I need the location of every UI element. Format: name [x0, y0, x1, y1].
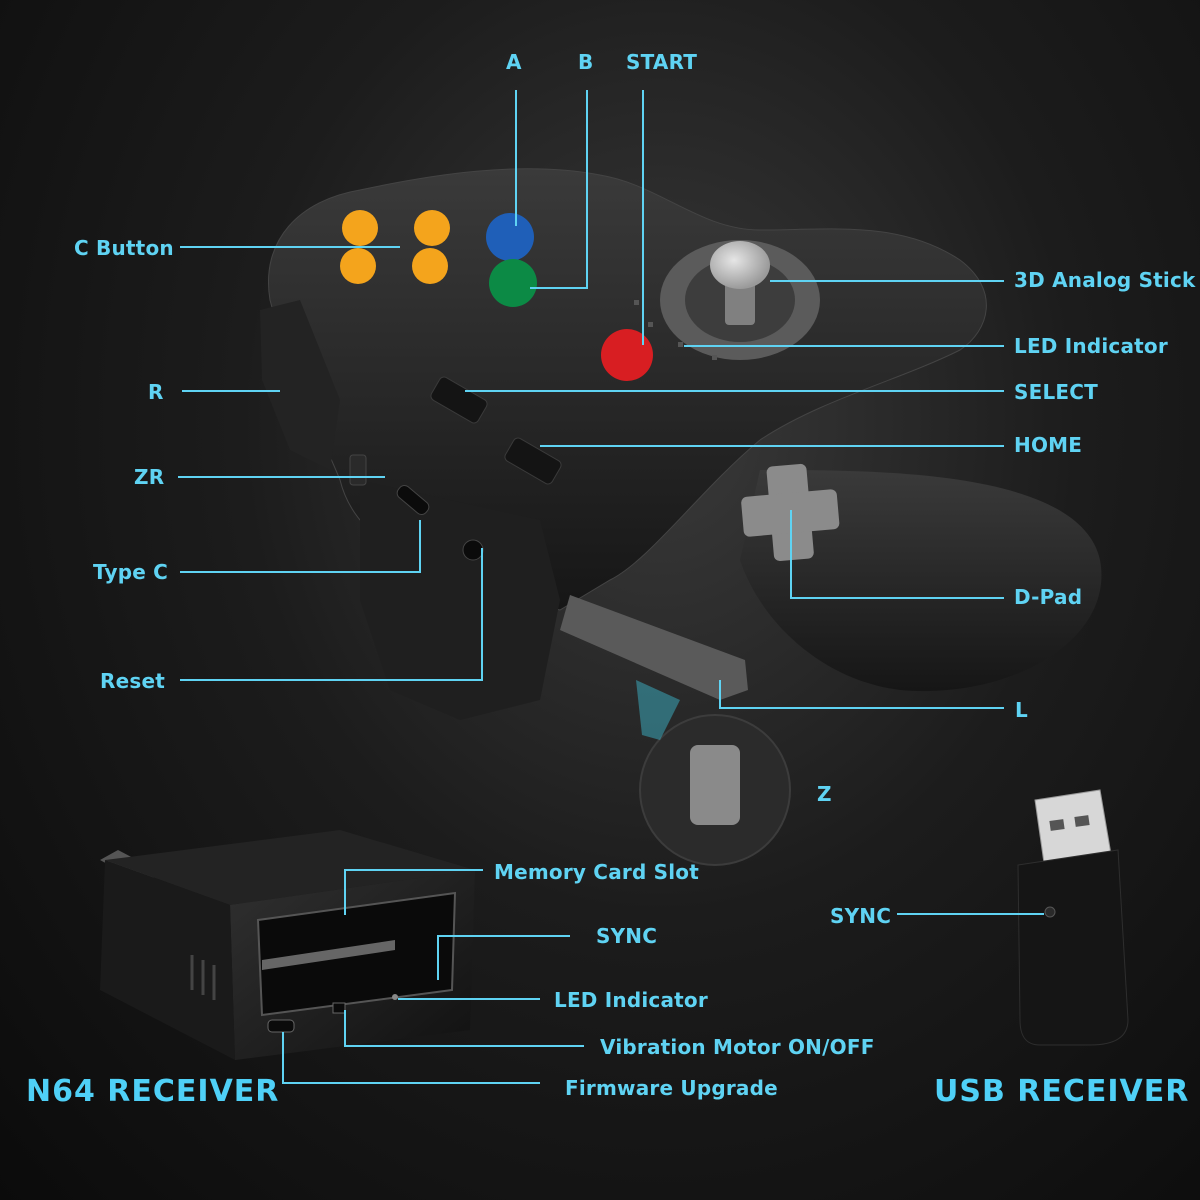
- led-indicator-label: LED Indicator: [1014, 334, 1168, 358]
- home-button: [504, 437, 562, 485]
- n64-receiver: [100, 830, 475, 1060]
- usb-receiver: [1017, 789, 1129, 1046]
- card-slot: [262, 940, 395, 970]
- firmware-upgrade-label: Firmware Upgrade: [565, 1076, 778, 1100]
- led-dot: [648, 322, 653, 327]
- n64-receiver-heading: N64 RECEIVER: [26, 1074, 280, 1109]
- l-trigger: [560, 595, 748, 700]
- usb-sync-label: SYNC: [830, 904, 892, 928]
- memory-card-slot-label: Memory Card Slot: [494, 860, 699, 884]
- controller: [260, 168, 1102, 866]
- start-label: START: [626, 50, 698, 74]
- c-button-label: C Button: [74, 236, 174, 260]
- led-dot: [712, 355, 717, 360]
- usb-body: [1017, 849, 1129, 1046]
- z-button: [690, 745, 740, 825]
- n64-led: [392, 994, 398, 1000]
- sync-label: SYNC: [596, 924, 658, 948]
- a-label: A: [506, 50, 522, 74]
- b-label: B: [578, 50, 594, 74]
- analog-stick-cap: [710, 241, 770, 289]
- left-grip: [260, 300, 340, 470]
- usb-sync-button: [1044, 906, 1056, 918]
- zr-label: ZR: [134, 465, 165, 489]
- n64-receiver-side: [100, 860, 235, 1060]
- analog-stick-label: 3D Analog Stick: [1014, 268, 1196, 292]
- b-button: [489, 259, 537, 307]
- home-label: HOME: [1014, 433, 1083, 457]
- reset-label: Reset: [100, 669, 165, 693]
- vibration-motor-label: Vibration Motor ON/OFF: [600, 1035, 875, 1059]
- select-label: SELECT: [1014, 380, 1098, 404]
- n64-type-c-port: [267, 1019, 295, 1033]
- n64-receiver-top: [105, 830, 475, 905]
- reset-hole: [462, 539, 484, 561]
- zr-button: [349, 454, 367, 486]
- c-button-left: [340, 248, 376, 284]
- vibration-switch: [332, 1002, 346, 1014]
- z-label: Z: [817, 782, 832, 806]
- leader-lines: [178, 90, 1044, 1084]
- a-button: [486, 213, 534, 261]
- usb-pin: [1074, 815, 1090, 827]
- zoom-beam: [636, 680, 680, 740]
- c-button-right: [414, 210, 450, 246]
- c-button-down: [412, 248, 448, 284]
- l-label: L: [1015, 698, 1028, 722]
- start-button: [601, 329, 653, 381]
- receiver-led-indicator-label: LED Indicator: [554, 988, 708, 1012]
- usb-pin: [1049, 819, 1065, 831]
- usb-receiver-heading: USB RECEIVER: [934, 1074, 1190, 1109]
- center-prong: [360, 480, 560, 720]
- led-dot: [634, 300, 639, 305]
- type-c-label: Type C: [93, 560, 169, 584]
- c-button-up: [342, 210, 378, 246]
- type-c-port: [396, 485, 430, 515]
- dpad-label: D-Pad: [1014, 585, 1083, 609]
- led-dot: [678, 342, 683, 347]
- select-button: [430, 376, 488, 424]
- r-label: R: [148, 380, 164, 404]
